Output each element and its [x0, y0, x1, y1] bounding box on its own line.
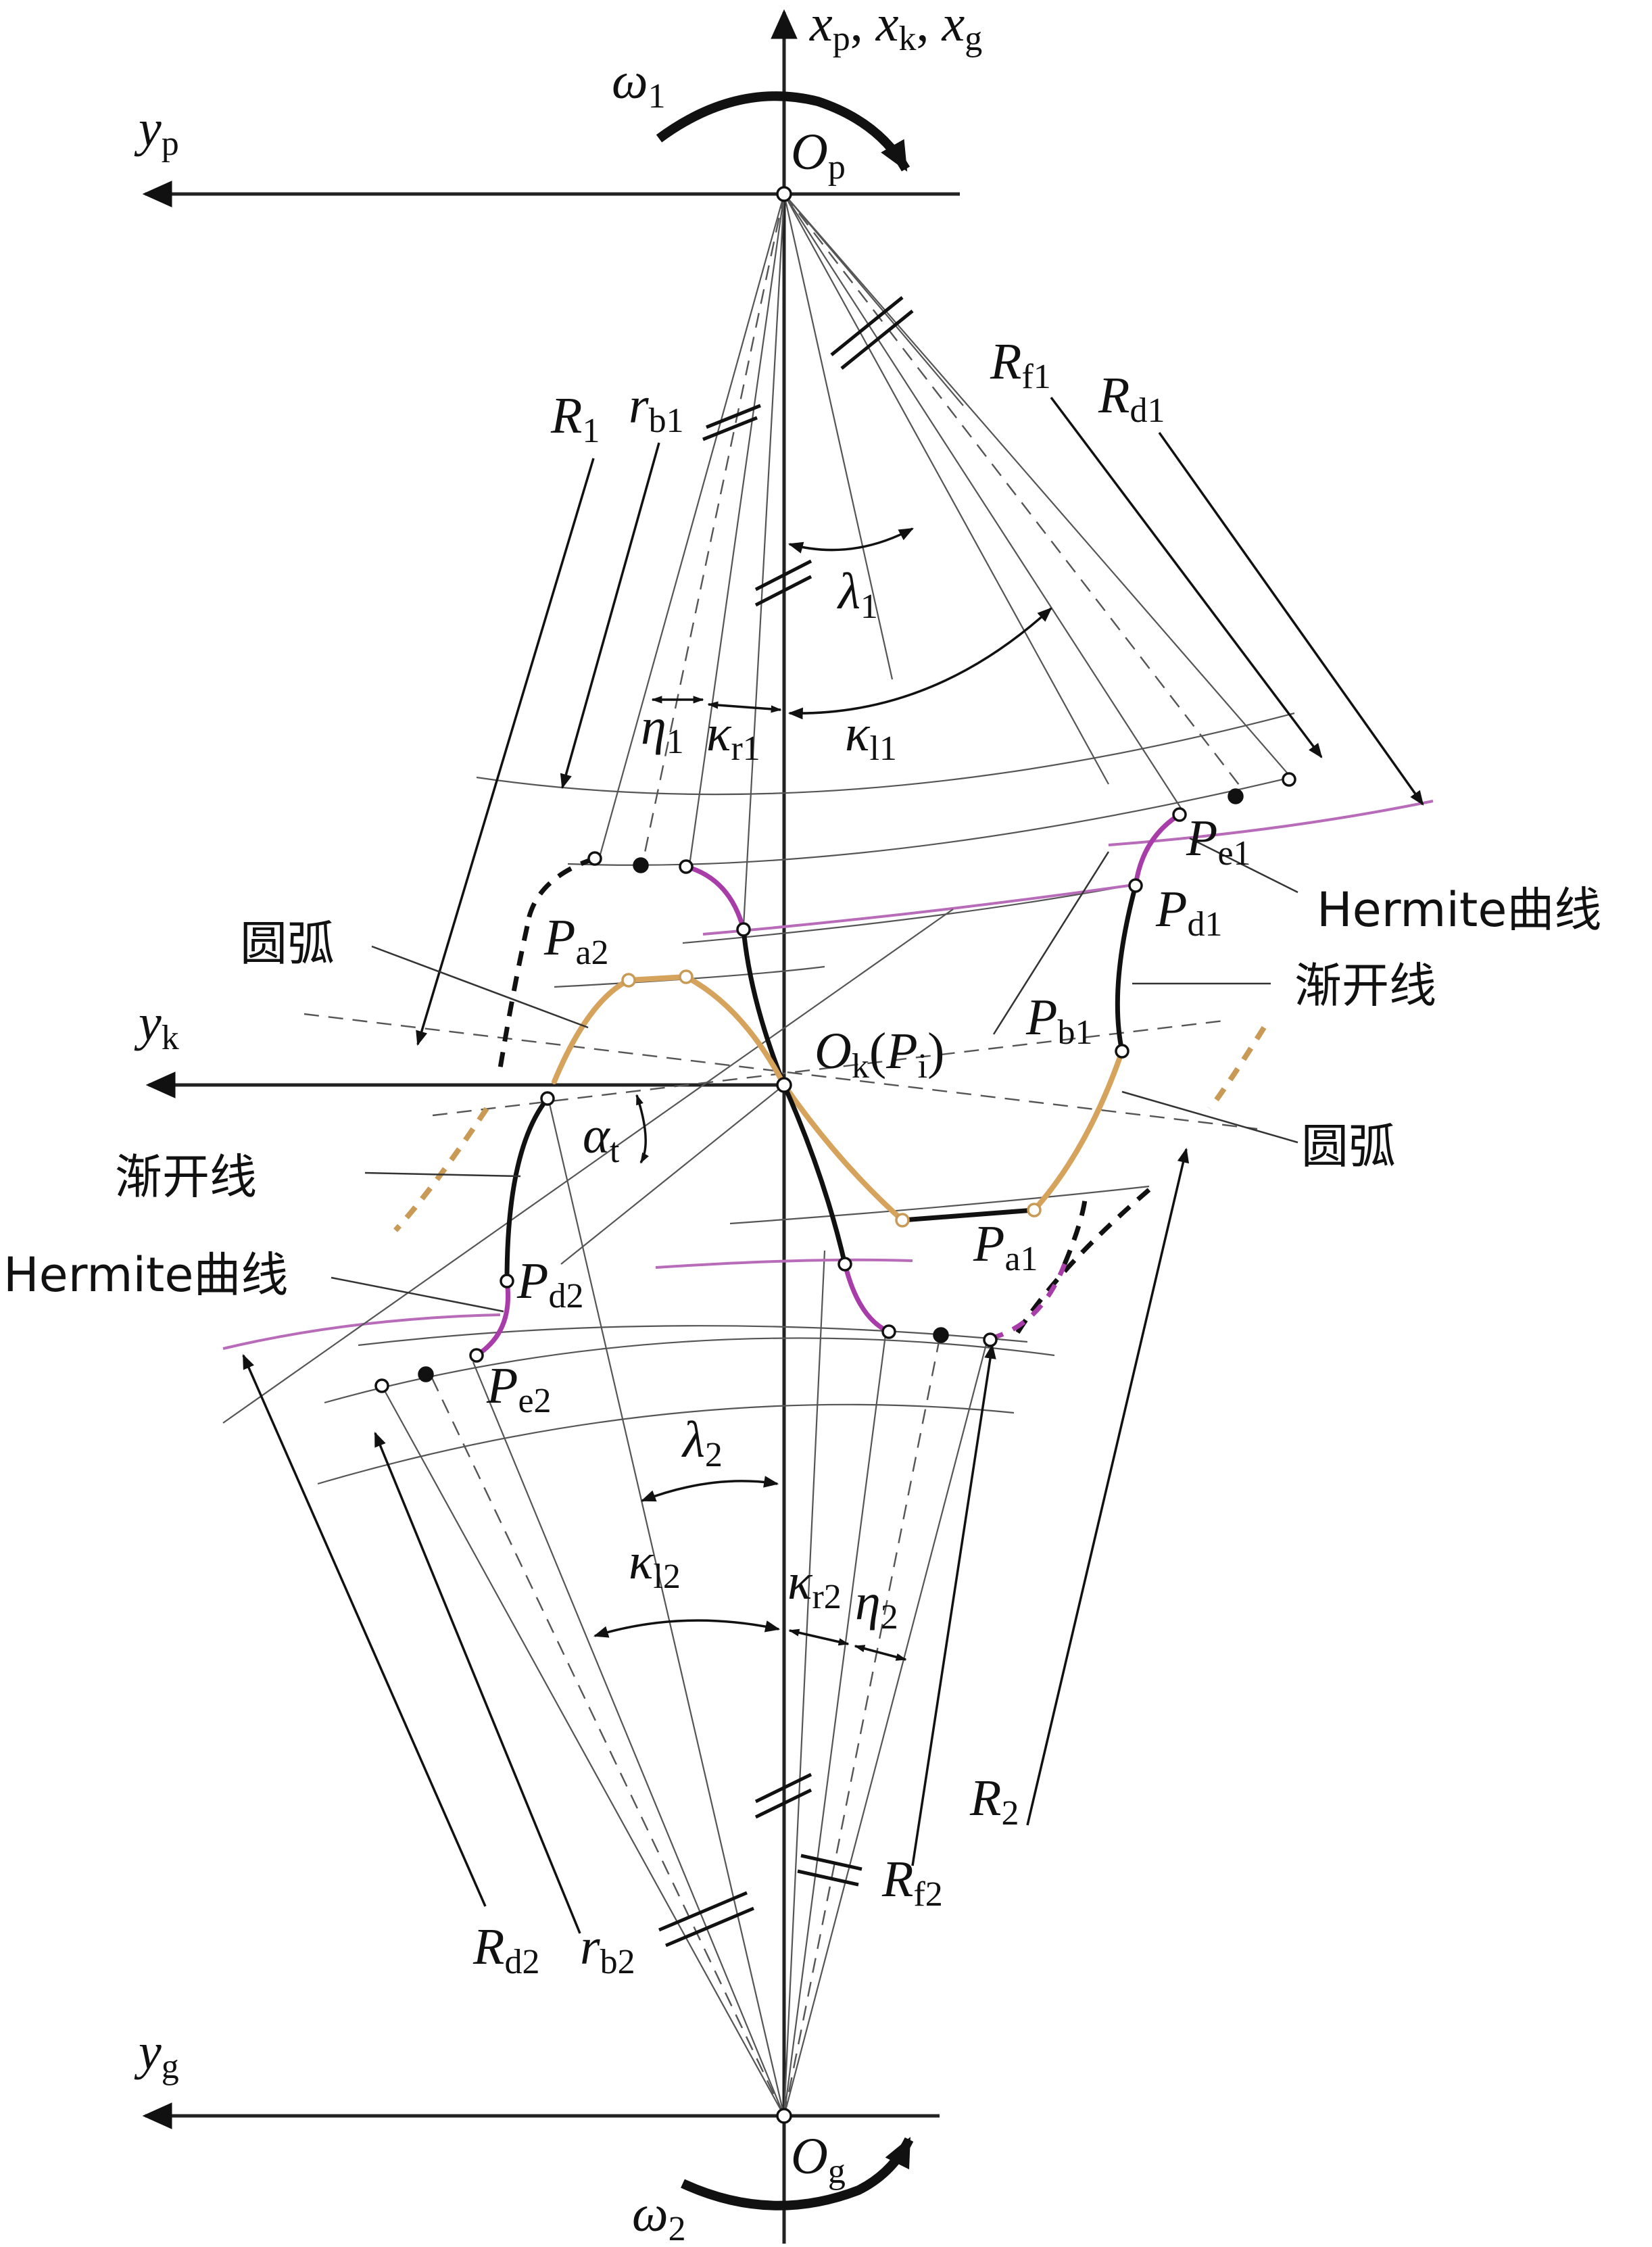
label-Rd2: Rd2: [472, 1918, 539, 1981]
tip-lower: [900, 1207, 1037, 1223]
label-arc-left: 圆弧: [240, 916, 335, 971]
label-x-axes: xp, xk, xg: [809, 0, 982, 58]
label-Pe1: Pe1: [1186, 810, 1251, 873]
point-Pe1: [1172, 807, 1187, 822]
label-kappa-r2: κr2: [787, 1553, 842, 1616]
origin-labels: Op Ok(Pi) Og: [791, 124, 944, 2191]
involute-lower-right: [781, 1082, 848, 1267]
key-points: [374, 186, 1296, 2124]
Rd1-arrow: [1158, 431, 1424, 806]
tooth-profiles: [393, 812, 1267, 1358]
label-Og: Og: [791, 2128, 846, 2191]
label-eta2: η2: [855, 1574, 898, 1637]
angle-labels: λ1 η1 κr1 κl1 αt λ2 κl2 κr2 η2: [583, 563, 898, 1637]
label-Pa2: Pa2: [543, 909, 609, 972]
rotation-labels: ω1 ω2: [612, 53, 686, 2247]
label-R2: R2: [969, 1770, 1019, 1833]
label-hermite-right: Hermite曲线: [1317, 882, 1601, 938]
label-rb2: rb2: [580, 1918, 635, 1981]
leader-lines: [331, 837, 1298, 1313]
involute-upper-right: [741, 927, 787, 1088]
point-Pa1: [1027, 1203, 1042, 1217]
point-labels: Pe1 Pd1 Pb1 Pa1 Pa2 Pd2 Pe2: [486, 810, 1251, 1420]
point-Ok: [776, 1077, 792, 1093]
rb2-arrow: [374, 1431, 581, 1934]
label-Op: Op: [791, 124, 846, 187]
label-omega1: ω1: [612, 53, 666, 116]
axis-labels: xp, xk, xg yp yk yg: [134, 0, 982, 2086]
hermite-upper-tooth: [683, 864, 746, 932]
omega1-arrow: [656, 91, 910, 172]
arc-right-tooth: [1031, 1048, 1125, 1213]
tip-upper: [626, 974, 689, 983]
label-R1: R1: [550, 387, 600, 450]
label-yp: yp: [134, 100, 179, 163]
pitch-lines: [222, 909, 1258, 1424]
rotation-arrows: [656, 91, 914, 2210]
label-involute-right: 渐开线: [1294, 958, 1436, 1013]
omega2-arrow: [681, 2137, 914, 2210]
point-Pd2: [500, 1274, 514, 1288]
curve-labels: Hermite曲线 渐开线 圆弧 圆弧 渐开线 Hermite曲线: [3, 882, 1601, 1303]
label-Pa1: Pa1: [973, 1215, 1038, 1278]
point-Pb1: [1115, 1044, 1129, 1059]
label-hermite-left: Hermite曲线: [3, 1247, 288, 1303]
label-Pb1: Pb1: [1025, 989, 1092, 1052]
point-Pe2: [469, 1348, 484, 1363]
point-Op: [776, 186, 792, 202]
label-Pd2: Pd2: [516, 1253, 583, 1315]
label-kappa-l2: κl2: [629, 1533, 681, 1596]
radius-labels: R1 rb1 Rf1 Rd1 R2 Rf2 Rd2 rb2: [472, 333, 1165, 1981]
label-yk: yk: [134, 994, 179, 1057]
hermite-left-tooth: [474, 1278, 511, 1358]
circle-arcs: [222, 712, 1434, 1485]
upper-construction-rays: [597, 193, 1292, 927]
point-Pd1: [1128, 878, 1143, 893]
label-yg: yg: [134, 2023, 179, 2086]
lower-construction-rays: [381, 1094, 988, 2117]
label-omega2: ω2: [632, 2185, 686, 2244]
hermite-lower-tooth: [842, 1261, 892, 1334]
label-lambda2: λ2: [681, 1411, 723, 1474]
Rf1-arrow: [1050, 396, 1323, 758]
Rd2-arrow: [242, 1353, 487, 1907]
label-rb1: rb1: [629, 377, 684, 440]
point-Og: [776, 2108, 792, 2124]
coordinate-axes: [142, 9, 960, 2244]
radius-arrows: [242, 396, 1424, 1934]
label-Pe2: Pe2: [486, 1357, 552, 1420]
angle-arcs: [593, 527, 1052, 1661]
label-Rf2: Rf2: [881, 1851, 943, 1914]
label-Rf1: Rf1: [990, 333, 1051, 396]
label-kappa-l1: κl1: [845, 705, 897, 768]
label-arc-right: 圆弧: [1301, 1119, 1396, 1174]
arc-lower-left: [781, 1082, 905, 1223]
label-Pd1: Pd1: [1155, 881, 1222, 944]
label-kappa-r1: κr1: [706, 705, 760, 768]
hermite-right-tooth: [1133, 812, 1182, 888]
Rf2-arrow: [911, 1343, 996, 1866]
label-Rd1: Rd1: [1098, 367, 1165, 430]
label-lambda1: λ1: [837, 563, 878, 626]
involute-left-tooth: [504, 1096, 550, 1284]
label-involute-left: 渐开线: [115, 1149, 257, 1205]
label-alpha-t: αt: [583, 1107, 620, 1170]
R2-arrow: [1026, 1147, 1190, 1826]
label-eta1: η1: [641, 698, 684, 761]
R1-arrow: [416, 458, 595, 1046]
arc-upper-left: [552, 977, 631, 1084]
arc-upper-right: [683, 974, 787, 1088]
label-Ok: Ok(Pi): [815, 1023, 944, 1086]
involute-right-tooth: [1115, 883, 1138, 1054]
break-marks: [658, 296, 914, 1948]
dashed-upper-left: [525, 856, 596, 927]
